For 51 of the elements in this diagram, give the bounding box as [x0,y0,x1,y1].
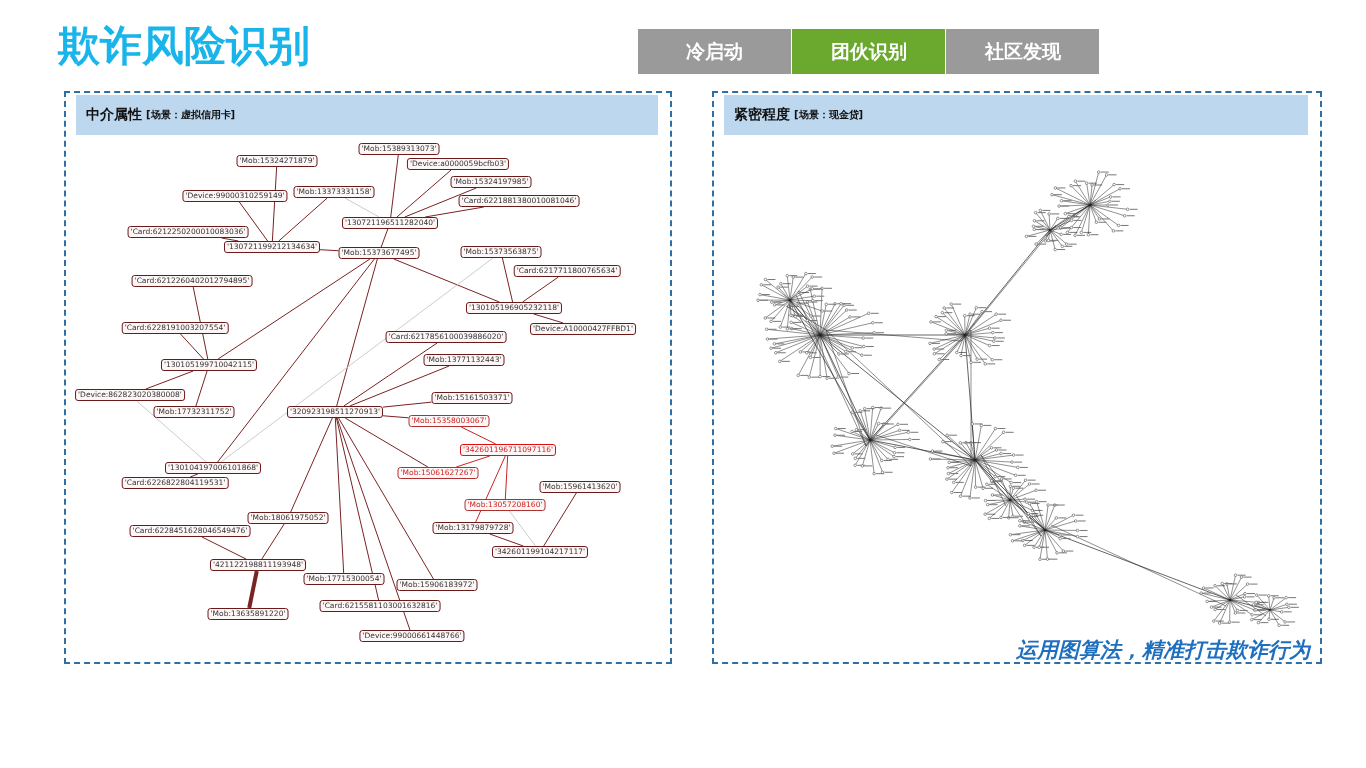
tab: 团伙识别 [792,29,945,74]
panel-subtitle: [场景：虚拟信用卡] [146,108,236,122]
connector-line [335,417,380,601]
tab: 社区发现 [946,29,1099,74]
connector-line [136,400,207,463]
connector-line [455,455,491,468]
panel-title: 紧密程度 [734,106,790,124]
slogan-text: 运用图算法，精准打击欺诈行为 [1016,637,1310,664]
connector-line [344,417,429,468]
connector-line [180,333,204,360]
connector-line [393,258,500,303]
dashed-panel [712,91,1322,664]
connector-line [404,187,477,218]
connector-line [201,536,247,560]
connector-line [278,197,328,242]
panel-title: 中介属性 [86,106,142,124]
connector-line [460,426,497,445]
connector-line [396,169,452,218]
dashed-panel [64,91,672,664]
connector-line [390,154,399,218]
connector-line [290,417,333,513]
connector-line [145,370,194,390]
connector-line [543,492,577,547]
connector-line [343,342,438,407]
connector-line [533,313,564,324]
slide-title: 欺诈风险识别 [58,20,310,72]
connector-line [424,206,485,218]
connector-line [489,533,524,547]
connector-line [336,417,411,631]
connector-line [217,258,375,463]
connector-line [380,228,389,248]
connector-line [220,257,494,463]
panel-subtitle: [场景：现金贷] [794,108,864,122]
connector-line [334,417,345,574]
connector-line [238,201,269,242]
connector-line [344,197,380,218]
connector-line [261,523,285,560]
connector-line [382,415,409,419]
connector-line [319,249,339,252]
connector-line [501,257,514,303]
connector-line [221,237,239,242]
connector-line [504,455,509,500]
connector-line [522,276,559,303]
connector-line [189,473,199,478]
connector-line [508,510,537,547]
tab: 冷启动 [638,29,791,74]
connector-line [247,570,259,609]
connector-line [382,401,432,408]
connector-line [349,365,450,407]
connector-line [217,258,371,360]
connector-line [336,258,378,407]
